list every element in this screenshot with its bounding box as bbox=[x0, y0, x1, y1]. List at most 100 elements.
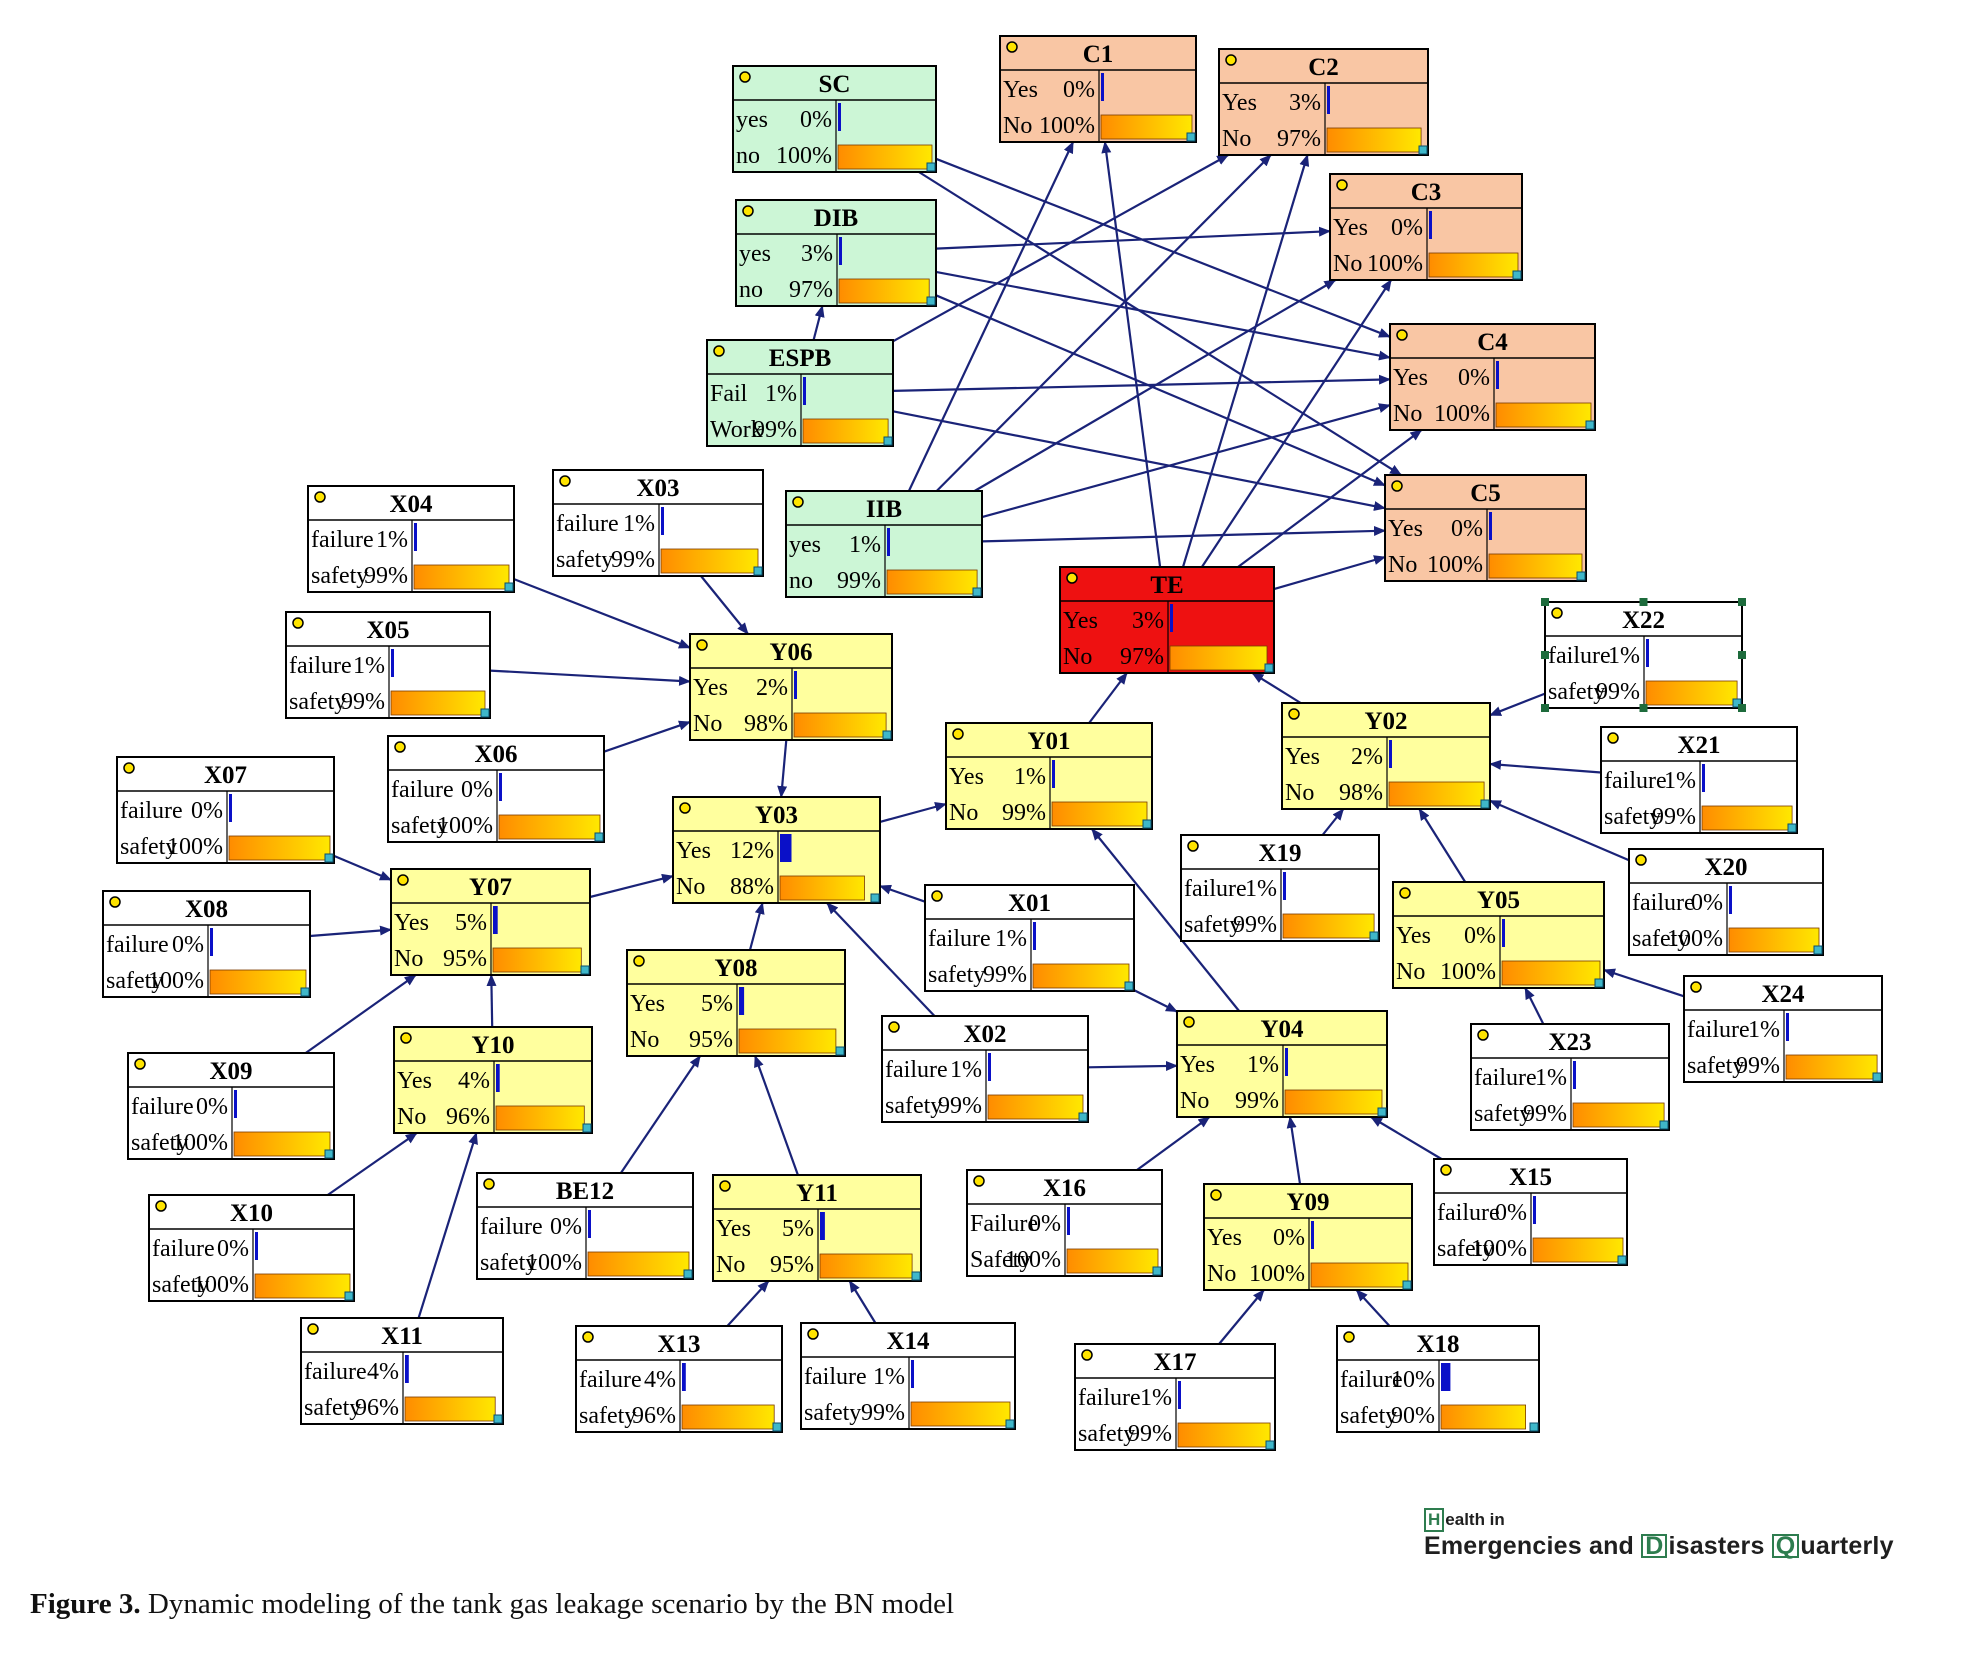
resize-handle-icon[interactable] bbox=[493, 1414, 503, 1424]
resize-handle-icon[interactable] bbox=[1152, 1266, 1162, 1276]
node-x05-state-percent: 99% bbox=[341, 689, 385, 715]
resize-handle-icon[interactable] bbox=[1186, 132, 1196, 142]
resize-handle-icon[interactable] bbox=[1576, 571, 1586, 581]
resize-handle-icon[interactable] bbox=[772, 1422, 782, 1432]
resize-handle-icon[interactable] bbox=[882, 730, 892, 740]
resize-handle-icon[interactable] bbox=[580, 965, 590, 975]
resize-handle-icon[interactable] bbox=[300, 987, 310, 997]
resize-handle-icon[interactable] bbox=[504, 582, 514, 592]
resize-handle-icon[interactable] bbox=[1369, 931, 1379, 941]
resize-handle-icon[interactable] bbox=[835, 1046, 845, 1056]
resize-handle-icon[interactable] bbox=[480, 708, 490, 718]
resize-handle-icon[interactable] bbox=[1732, 698, 1742, 708]
selection-handle-icon[interactable] bbox=[1738, 651, 1746, 659]
resize-handle-icon[interactable] bbox=[1480, 799, 1490, 809]
resize-handle-icon[interactable] bbox=[594, 832, 604, 842]
resize-handle-icon[interactable] bbox=[883, 436, 893, 446]
resize-handle-icon[interactable] bbox=[753, 566, 763, 576]
resize-handle-icon[interactable] bbox=[1872, 1072, 1882, 1082]
resize-handle-icon[interactable] bbox=[1265, 1440, 1275, 1450]
resize-handle-icon[interactable] bbox=[1529, 1422, 1539, 1432]
resize-handle-icon[interactable] bbox=[324, 853, 334, 863]
resize-handle-icon[interactable] bbox=[1264, 663, 1274, 673]
selection-handle-icon[interactable] bbox=[1541, 704, 1549, 712]
resize-handle-icon[interactable] bbox=[324, 1149, 334, 1159]
resize-handle-icon[interactable] bbox=[972, 587, 982, 597]
resize-handle-icon[interactable] bbox=[1787, 823, 1797, 833]
resize-handle-icon[interactable] bbox=[1142, 819, 1152, 829]
resize-handle-icon[interactable] bbox=[344, 1291, 354, 1301]
selection-handle-icon[interactable] bbox=[1639, 704, 1648, 712]
resize-handle-icon[interactable] bbox=[1402, 1280, 1412, 1290]
resize-handle-icon[interactable] bbox=[1377, 1107, 1387, 1117]
resize-handle-icon[interactable] bbox=[1594, 978, 1604, 988]
selection-handle-icon[interactable] bbox=[1541, 598, 1549, 606]
resize-handle-icon[interactable] bbox=[582, 1123, 592, 1133]
resize-handle-icon[interactable] bbox=[1124, 981, 1134, 991]
node-x23-state-label: failure bbox=[1474, 1065, 1537, 1091]
selection-handle-icon[interactable] bbox=[1738, 704, 1746, 712]
resize-handle-icon[interactable] bbox=[1659, 1120, 1669, 1130]
resize-handle-icon[interactable] bbox=[1617, 1255, 1627, 1265]
resize-handle-icon[interactable] bbox=[926, 296, 936, 306]
selection-handle-icon[interactable] bbox=[1541, 651, 1549, 659]
resize-handle-icon[interactable] bbox=[1418, 145, 1428, 155]
resize-handle-icon[interactable] bbox=[1585, 420, 1595, 430]
resize-handle-icon[interactable] bbox=[1005, 1419, 1015, 1429]
resize-handle-icon[interactable] bbox=[683, 1269, 693, 1279]
resize-handle-icon[interactable] bbox=[911, 1271, 921, 1281]
selection-handle-icon[interactable] bbox=[1639, 598, 1648, 606]
resize-handle-icon[interactable] bbox=[1813, 945, 1823, 955]
resize-handle-icon[interactable] bbox=[1512, 270, 1522, 280]
selection-handle-icon[interactable] bbox=[1738, 598, 1746, 606]
resize-handle-icon[interactable] bbox=[1078, 1112, 1088, 1122]
resize-handle-icon[interactable] bbox=[926, 162, 936, 172]
resize-handle-icon[interactable] bbox=[870, 893, 880, 903]
